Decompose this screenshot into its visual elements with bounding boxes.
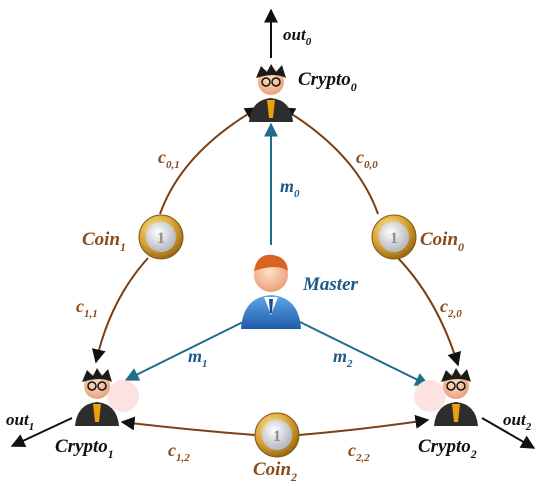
c12-label: c1,2 bbox=[168, 440, 190, 464]
edge-c20 bbox=[397, 257, 461, 367]
crypto0-label: Crypto0 bbox=[298, 69, 357, 94]
svg-text:1: 1 bbox=[273, 428, 281, 445]
c01-label: c0,1 bbox=[158, 147, 180, 171]
master-person-icon bbox=[241, 254, 301, 329]
svg-text:1: 1 bbox=[157, 230, 165, 247]
c22-label: c2,2 bbox=[348, 440, 370, 464]
edge-c12 bbox=[120, 416, 256, 436]
svg-text:1: 1 bbox=[390, 230, 398, 247]
coin2-label: Coin2 bbox=[253, 459, 297, 484]
c00-label: c0,0 bbox=[356, 147, 378, 171]
crypto1-label: Crypto1 bbox=[55, 436, 114, 461]
m2-label: m2 bbox=[333, 346, 353, 370]
edge-c00 bbox=[280, 107, 379, 215]
edge-out1 bbox=[10, 417, 73, 448]
out2-label: out2 bbox=[503, 410, 532, 433]
out0-label: out0 bbox=[283, 25, 312, 48]
c11-label: c1,1 bbox=[76, 296, 98, 320]
m0-label: m0 bbox=[280, 176, 300, 200]
c20-label: c2,0 bbox=[440, 296, 462, 320]
euro-coin-icon: 1 bbox=[371, 214, 417, 260]
out1-label: out1 bbox=[6, 410, 34, 433]
crypto2-label: Crypto2 bbox=[418, 436, 477, 461]
edge-m2 bbox=[299, 321, 430, 386]
coin0-label: Coin0 bbox=[420, 229, 464, 254]
cryptographer-person-icon bbox=[249, 64, 293, 122]
coin1-label: Coin1 bbox=[82, 229, 126, 254]
cryptographer-person-icon bbox=[414, 368, 478, 426]
master-label: Master bbox=[302, 274, 359, 295]
edge-c01 bbox=[159, 107, 260, 215]
edge-c11 bbox=[91, 257, 149, 364]
euro-coin-icon: 1 bbox=[138, 214, 184, 260]
edge-m1 bbox=[124, 321, 244, 381]
euro-coin-icon: 1 bbox=[254, 412, 300, 458]
edge-c22 bbox=[298, 414, 430, 436]
cryptographer-person-icon bbox=[75, 368, 139, 426]
edge-out2 bbox=[481, 417, 536, 449]
m1-label: m1 bbox=[188, 346, 208, 370]
